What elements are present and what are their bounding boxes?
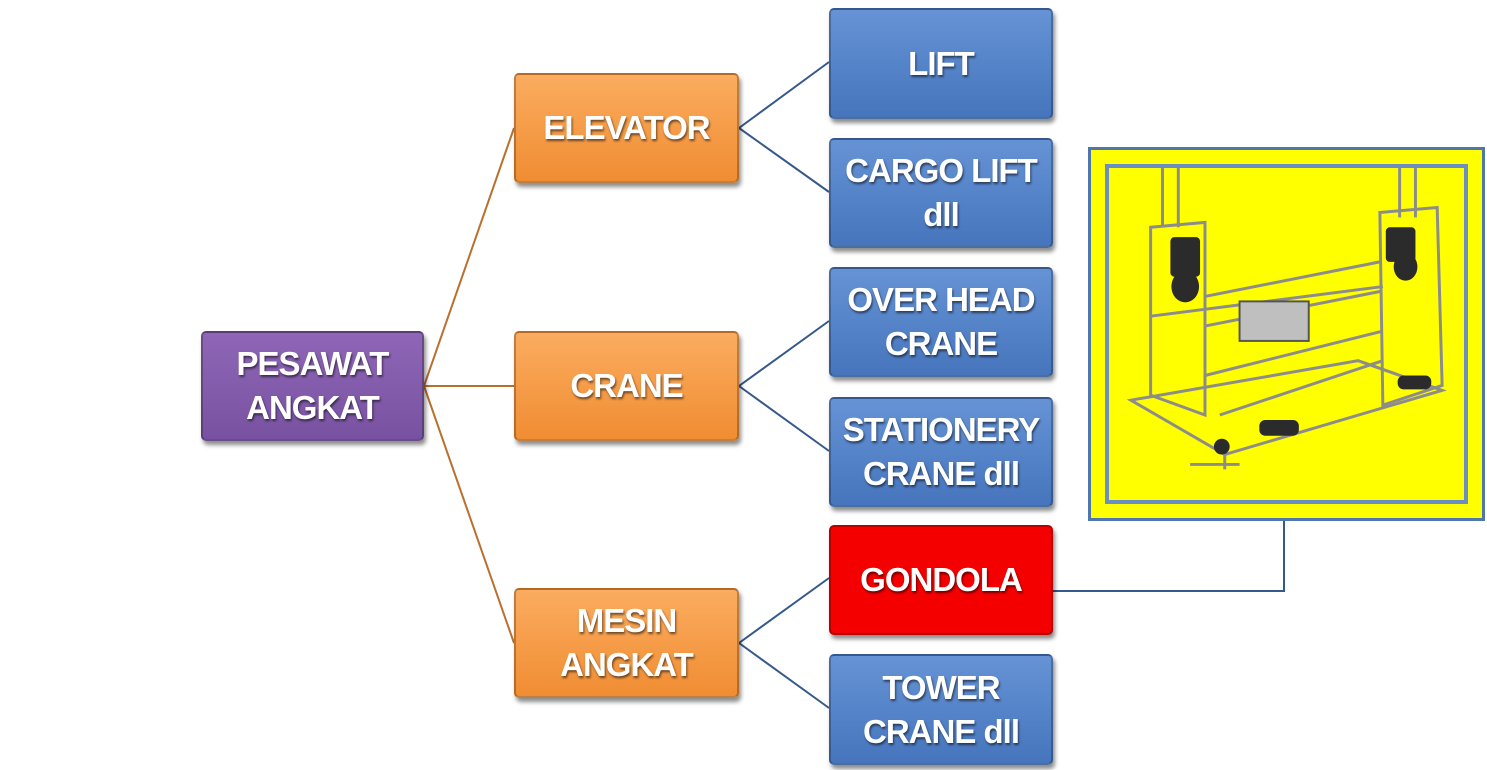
- gondola-machine-illustration: [1126, 168, 1447, 470]
- node-over-head-crane: OVER HEAD CRANE: [829, 267, 1053, 377]
- node-elevator: ELEVATOR: [514, 73, 739, 183]
- node-label: MESIN ANGKAT: [560, 602, 694, 683]
- connector-root-mesin-angkat: [423, 385, 515, 644]
- connector-mesin-gondola: [738, 577, 830, 644]
- node-tower-crane: TOWER CRANE dll: [829, 654, 1053, 765]
- node-gondola: GONDOLA: [829, 525, 1053, 635]
- node-label: TOWER CRANE dll: [863, 668, 1020, 750]
- node-label: OVER HEAD CRANE: [847, 281, 1035, 362]
- node-mesin-angkat: MESIN ANGKAT: [514, 588, 739, 698]
- gondola-photo-frame: [1088, 147, 1485, 521]
- connector-mesin-tower: [738, 642, 830, 709]
- node-lift: LIFT: [829, 8, 1053, 119]
- node-label: CRANE: [570, 367, 683, 404]
- connector-gondola-photo: [1053, 521, 1285, 592]
- connector-elevator-lift: [738, 61, 830, 129]
- node-label: CARGO LIFT dll: [845, 152, 1038, 233]
- node-crane: CRANE: [514, 331, 739, 441]
- node-label: PESAWAT ANGKAT: [236, 345, 390, 426]
- connector-elevator-cargo-lift: [738, 127, 830, 193]
- node-cargo-lift: CARGO LIFT dll: [829, 138, 1053, 248]
- node-label: LIFT: [908, 44, 975, 82]
- node-stationery-crane: STATIONERY CRANE dll: [829, 397, 1053, 507]
- connector-crane-stationery: [738, 385, 830, 452]
- node-label: ELEVATOR: [543, 109, 710, 146]
- node-label: STATIONERY CRANE dll: [842, 411, 1041, 492]
- gondola-photo: [1105, 164, 1468, 504]
- node-label: GONDOLA: [860, 561, 1023, 598]
- node-pesawat-angkat: PESAWAT ANGKAT: [201, 331, 424, 441]
- connector-root-elevator: [423, 127, 515, 387]
- connector-crane-overhead: [738, 320, 830, 387]
